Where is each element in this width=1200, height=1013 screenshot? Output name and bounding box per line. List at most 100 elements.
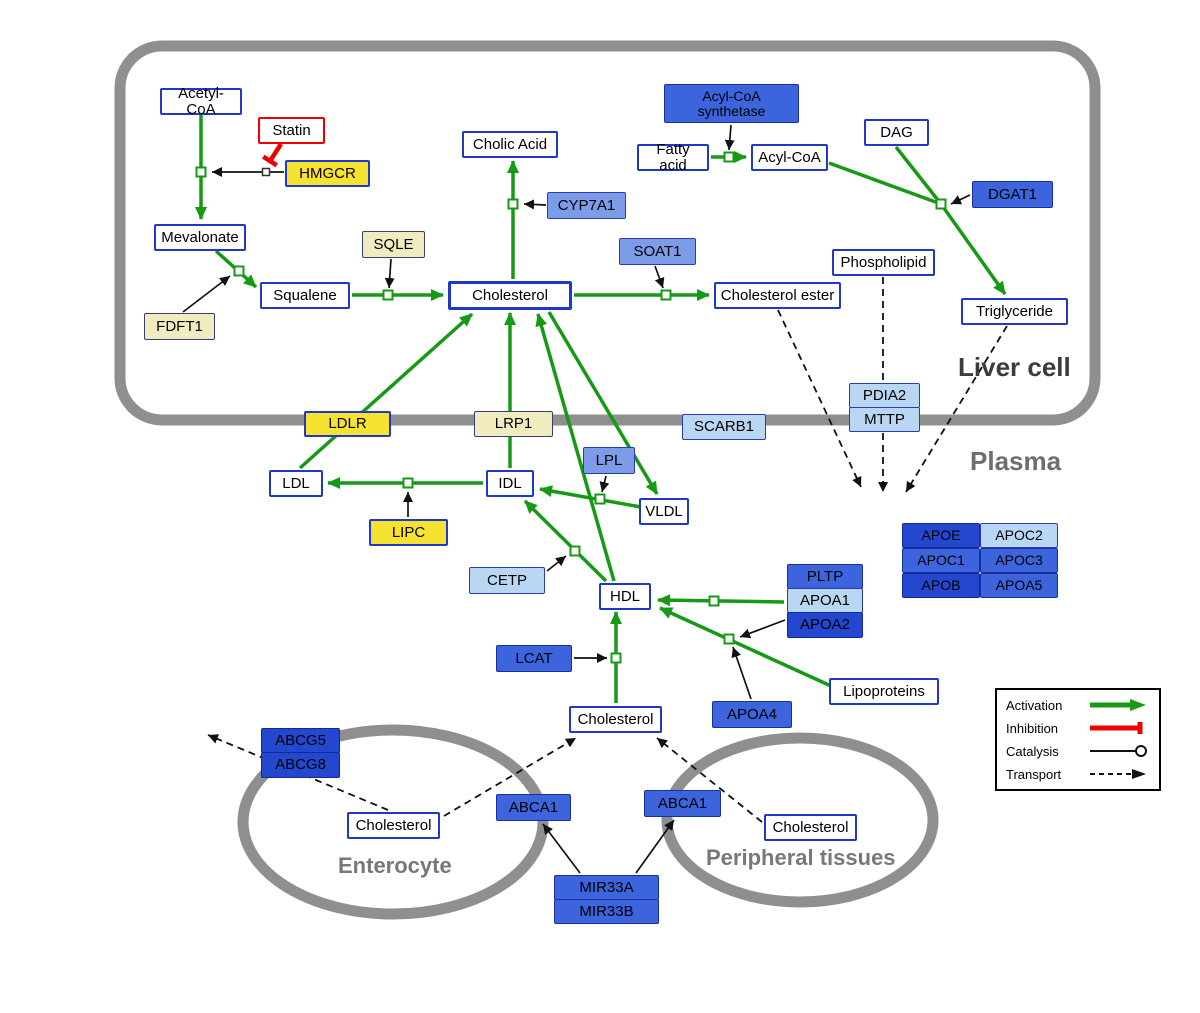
node-lcat[interactable]: LCAT: [496, 645, 572, 672]
peripheral-tissues-label: Peripheral tissues: [706, 845, 896, 870]
node-lipc[interactable]: LIPC: [369, 519, 448, 546]
edge-dgat1-reaction: [950, 194, 971, 205]
edge-ldl-cholesterol-ldlr: [298, 312, 474, 470]
liver-cell-label: Liver cell: [958, 352, 1071, 382]
legend-row-activation: Activation: [1006, 697, 1150, 713]
node-cholesterol-liver[interactable]: Cholesterol: [448, 281, 572, 310]
node-lipoproteins[interactable]: Lipoproteins: [829, 678, 939, 705]
edge-acylcoa-dgatjunction: [828, 161, 942, 206]
legend-transport-label: Transport: [1006, 766, 1062, 782]
node-apoe[interactable]: APOE: [902, 523, 980, 548]
edge-fdft1-reaction: [182, 275, 231, 313]
edge-dag-dgatjunction: [894, 145, 943, 206]
node-fdft1[interactable]: FDFT1: [144, 313, 215, 340]
node-mevalonate[interactable]: Mevalonate: [154, 224, 246, 251]
edge-soat1-reaction: [654, 265, 665, 289]
node-cholesterol-ester[interactable]: Cholesterol ester: [714, 282, 841, 309]
plasma-label: Plasma: [970, 446, 1062, 476]
node-ldlr[interactable]: LDLR: [304, 411, 391, 437]
node-cholic-acid[interactable]: Cholic Acid: [462, 131, 558, 158]
activation-arrow-icon: [1090, 699, 1146, 711]
legend-row-inhibition: Inhibition: [1006, 720, 1150, 736]
node-soat1[interactable]: SOAT1: [619, 238, 696, 265]
node-phospholipid[interactable]: Phospholipid: [832, 249, 935, 276]
node-abcg8[interactable]: ABCG8: [261, 752, 340, 778]
edge-mir33-abca1-right: [635, 819, 675, 874]
node-idl[interactable]: IDL: [486, 470, 534, 497]
edge-sqle-reaction: [384, 258, 395, 289]
node-abca1-enterocyte[interactable]: ABCA1: [496, 794, 571, 821]
node-acyl-coa[interactable]: Acyl-CoA: [751, 144, 828, 171]
enterocyte-label: Enterocyte: [338, 853, 452, 878]
inhibition-edge: [262, 142, 283, 168]
edge-cetp-reaction: [546, 555, 567, 572]
legend-inhibition-label: Inhibition: [1006, 720, 1059, 736]
node-apoa2[interactable]: APOA2: [787, 612, 863, 638]
legend-row-transport: Transport: [1006, 766, 1150, 782]
node-acyl-coa-synthetase[interactable]: Acyl-CoA synthetase: [664, 84, 799, 123]
node-lrp1[interactable]: LRP1: [474, 411, 553, 437]
legend-catalysis-label: Catalysis: [1006, 743, 1059, 759]
node-cholesterol-plasma[interactable]: Cholesterol: [569, 706, 662, 733]
node-fatty-acid[interactable]: Fatty acid: [637, 141, 709, 173]
transport-arrow-icon: [1090, 769, 1146, 779]
node-pltp[interactable]: PLTP: [787, 564, 863, 589]
catalysis-target-marker: [261, 167, 271, 177]
node-dag[interactable]: DAG: [864, 119, 929, 146]
edge-statin-inhibits-hmgcr: [268, 142, 283, 163]
node-cyp7a1[interactable]: CYP7A1: [547, 192, 626, 219]
node-sqle[interactable]: SQLE: [362, 231, 425, 258]
node-scarb1[interactable]: SCARB1: [682, 414, 766, 440]
node-acetyl-coa[interactable]: Acetyl-CoA: [160, 85, 242, 117]
node-abcg5[interactable]: ABCG5: [261, 728, 340, 753]
inhibition-tbar: [262, 154, 278, 168]
edge-hdl-idl-cetp: [523, 499, 608, 583]
node-apoc3[interactable]: APOC3: [980, 548, 1058, 573]
node-statin[interactable]: Statin: [258, 117, 325, 144]
node-pdia2[interactable]: PDIA2: [849, 383, 920, 408]
node-triglyceride[interactable]: Triglyceride: [961, 298, 1068, 325]
node-apoa1[interactable]: APOA1: [787, 588, 863, 613]
liver-cell-membrane: [114, 40, 1101, 426]
node-cholesterol-enterocyte[interactable]: Cholesterol: [347, 812, 440, 839]
edge-cholesterol-vldl: [547, 311, 659, 495]
edge-apoa2-reaction: [739, 619, 786, 639]
catalysis-circle-icon: [1090, 745, 1147, 757]
node-cetp[interactable]: CETP: [469, 567, 545, 594]
edge-acylcoasynthetase-reaction: [724, 124, 735, 151]
node-lpl[interactable]: LPL: [583, 447, 635, 474]
enterocyte-membrane: [237, 724, 549, 920]
edge-cyp7a1-reaction: [523, 199, 547, 210]
node-hdl[interactable]: HDL: [599, 583, 651, 610]
legend-activation-label: Activation: [1006, 697, 1063, 713]
edge-dgatjunction-triglyceride: [939, 202, 1007, 296]
edge-hdl-cholesterol: [535, 313, 616, 582]
node-mir33b[interactable]: MIR33B: [554, 899, 659, 924]
edge-mir33-abca1-left: [542, 823, 581, 874]
node-dgat1[interactable]: DGAT1: [972, 181, 1053, 208]
node-squalene[interactable]: Squalene: [260, 282, 350, 309]
node-apoc2[interactable]: APOC2: [980, 523, 1058, 548]
edge-triglyceride-plasma: [905, 325, 1008, 493]
membranes: [114, 40, 1101, 920]
node-ldl[interactable]: LDL: [269, 470, 323, 497]
edge-apoa4-reaction: [731, 646, 752, 700]
node-mttp[interactable]: MTTP: [849, 407, 920, 432]
node-apoc1[interactable]: APOC1: [902, 548, 980, 573]
edge-lipoproteins-hdl: [659, 606, 832, 688]
node-cholesterol-peripheral[interactable]: Cholesterol: [764, 814, 857, 841]
edge-lpl-reaction: [599, 475, 610, 493]
legend-row-catalysis: Catalysis: [1006, 743, 1150, 759]
node-vldl[interactable]: VLDL: [639, 498, 689, 525]
edge-cholesterolester-plasma: [777, 309, 862, 488]
node-apob[interactable]: APOB: [902, 573, 980, 598]
node-apoa5[interactable]: APOA5: [980, 573, 1058, 598]
legend: Activation Inhibition Catalysis Transpor…: [995, 688, 1161, 791]
node-apoa4[interactable]: APOA4: [712, 701, 792, 728]
node-abca1-peripheral[interactable]: ABCA1: [644, 790, 721, 817]
node-hmgcr[interactable]: HMGCR: [285, 160, 370, 187]
inhibition-tbar-icon: [1090, 722, 1143, 734]
node-mir33a[interactable]: MIR33A: [554, 875, 659, 900]
